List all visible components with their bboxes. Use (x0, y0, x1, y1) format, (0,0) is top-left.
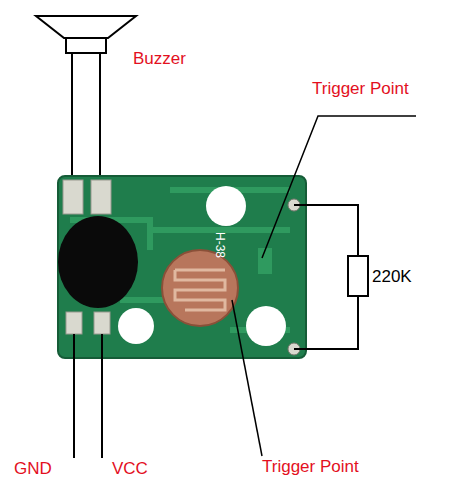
leader-line (232, 300, 262, 456)
buzzer-body (66, 38, 106, 53)
pcb-board (58, 176, 306, 358)
pin-label: GND (14, 460, 52, 479)
solder-pad (63, 180, 83, 214)
mount-hole (206, 186, 246, 226)
solder-pad (91, 180, 111, 214)
resistor-value: 220K (372, 268, 412, 287)
resistor-wire (294, 205, 358, 256)
pin-label: Trigger Point (312, 80, 409, 99)
solder-pad (66, 312, 82, 334)
pin-label: Trigger Point (262, 458, 359, 477)
buzzer-wire (99, 53, 101, 195)
leader-line (262, 116, 416, 258)
resistor-wire (294, 296, 358, 349)
mount-hole (246, 306, 286, 346)
part-label: Buzzer (133, 50, 186, 69)
power-wire (73, 334, 75, 458)
board-marking: H-38 (213, 232, 226, 258)
buzzer-wire (71, 53, 73, 195)
photoresistor-track (175, 270, 225, 310)
mount-hole (118, 308, 154, 344)
resistor-symbol (348, 256, 368, 296)
pin-label: VCC (112, 460, 148, 479)
solder-pad (94, 312, 110, 334)
power-wire (101, 334, 103, 458)
photoresistor (162, 250, 238, 326)
chip-blob (58, 216, 138, 308)
buzzer-cone (36, 16, 136, 38)
